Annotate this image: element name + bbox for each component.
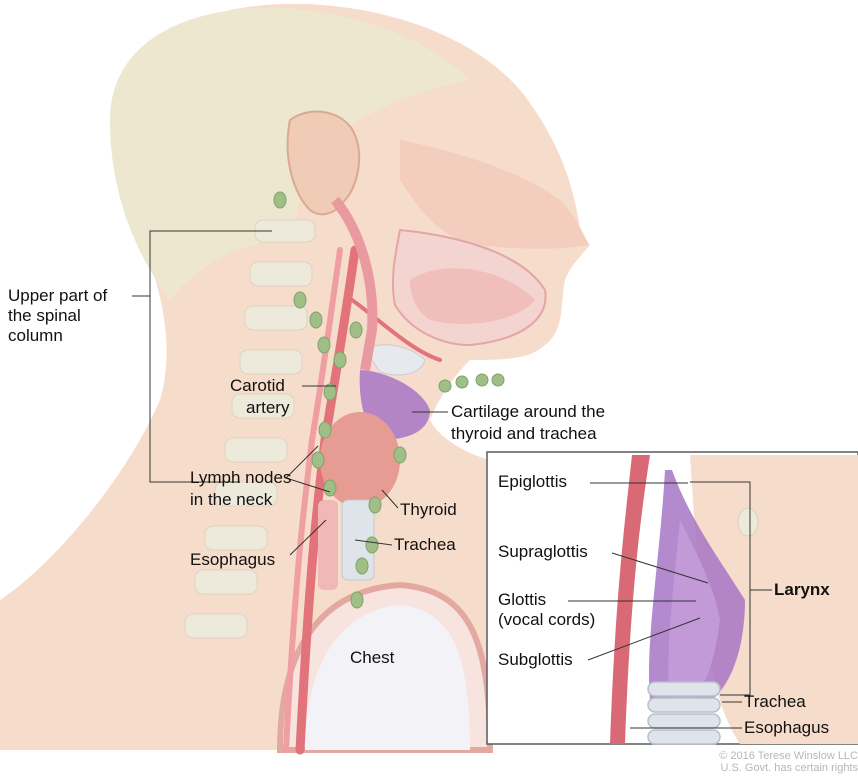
label-esophagus: Esophagus [190, 550, 275, 570]
vertebra [205, 526, 267, 550]
inset-hyoid [738, 508, 758, 536]
lymph-node [334, 352, 346, 368]
label-chest: Chest [350, 648, 394, 668]
label-inset-esophagus: Esophagus [744, 718, 829, 738]
lymph-node [456, 376, 468, 388]
lymph-node [318, 337, 330, 353]
lymph-node [356, 558, 368, 574]
lymph-node [394, 447, 406, 463]
trachea-ring [648, 714, 720, 728]
vertebra [250, 262, 312, 286]
label-lymph-line2: in the neck [190, 490, 272, 510]
label-epiglottis: Epiglottis [498, 472, 567, 492]
label-glottis-line2: (vocal cords) [498, 610, 595, 630]
vertebra [195, 570, 257, 594]
label-carotid-line2: artery [246, 398, 289, 418]
label-cartilage-line1: Cartilage around the [451, 402, 605, 422]
label-supraglottis: Supraglottis [498, 542, 588, 562]
vertebra [185, 614, 247, 638]
lymph-node [439, 380, 451, 392]
vertebra [245, 306, 307, 330]
vertebra [240, 350, 302, 374]
vertebra [225, 438, 287, 462]
label-thyroid: Thyroid [400, 500, 457, 520]
esophagus-tube [318, 500, 338, 590]
label-spine-line3: column [8, 326, 63, 346]
copyright-line1: © 2016 Terese Winslow LLC [719, 750, 858, 762]
label-lymph-line1: Lymph nodes [190, 468, 291, 488]
lymph-node [312, 452, 324, 468]
label-spine-line2: the spinal [8, 306, 81, 326]
lymph-node [319, 422, 331, 438]
lymph-node [310, 312, 322, 328]
lymph-node [476, 374, 488, 386]
lymph-node [369, 497, 381, 513]
label-cartilage-line2: thyroid and trachea [451, 424, 597, 444]
trachea-ring [648, 682, 720, 696]
lymph-node [492, 374, 504, 386]
label-trachea: Trachea [394, 535, 456, 555]
label-carotid-line1: Carotid [230, 376, 285, 396]
label-inset-trachea: Trachea [744, 692, 806, 712]
trachea-ring [648, 730, 720, 744]
label-larynx: Larynx [774, 580, 830, 600]
copyright-line2: U.S. Govt. has certain rights [720, 762, 858, 774]
lymph-node [274, 192, 286, 208]
label-spine-line1: Upper part of [8, 286, 107, 306]
lymph-node [366, 537, 378, 553]
lymph-node [294, 292, 306, 308]
lymph-node [324, 480, 336, 496]
trachea-ring [648, 698, 720, 712]
lymph-node [351, 592, 363, 608]
lymph-node [350, 322, 362, 338]
label-glottis-line1: Glottis [498, 590, 546, 610]
label-subglottis: Subglottis [498, 650, 573, 670]
